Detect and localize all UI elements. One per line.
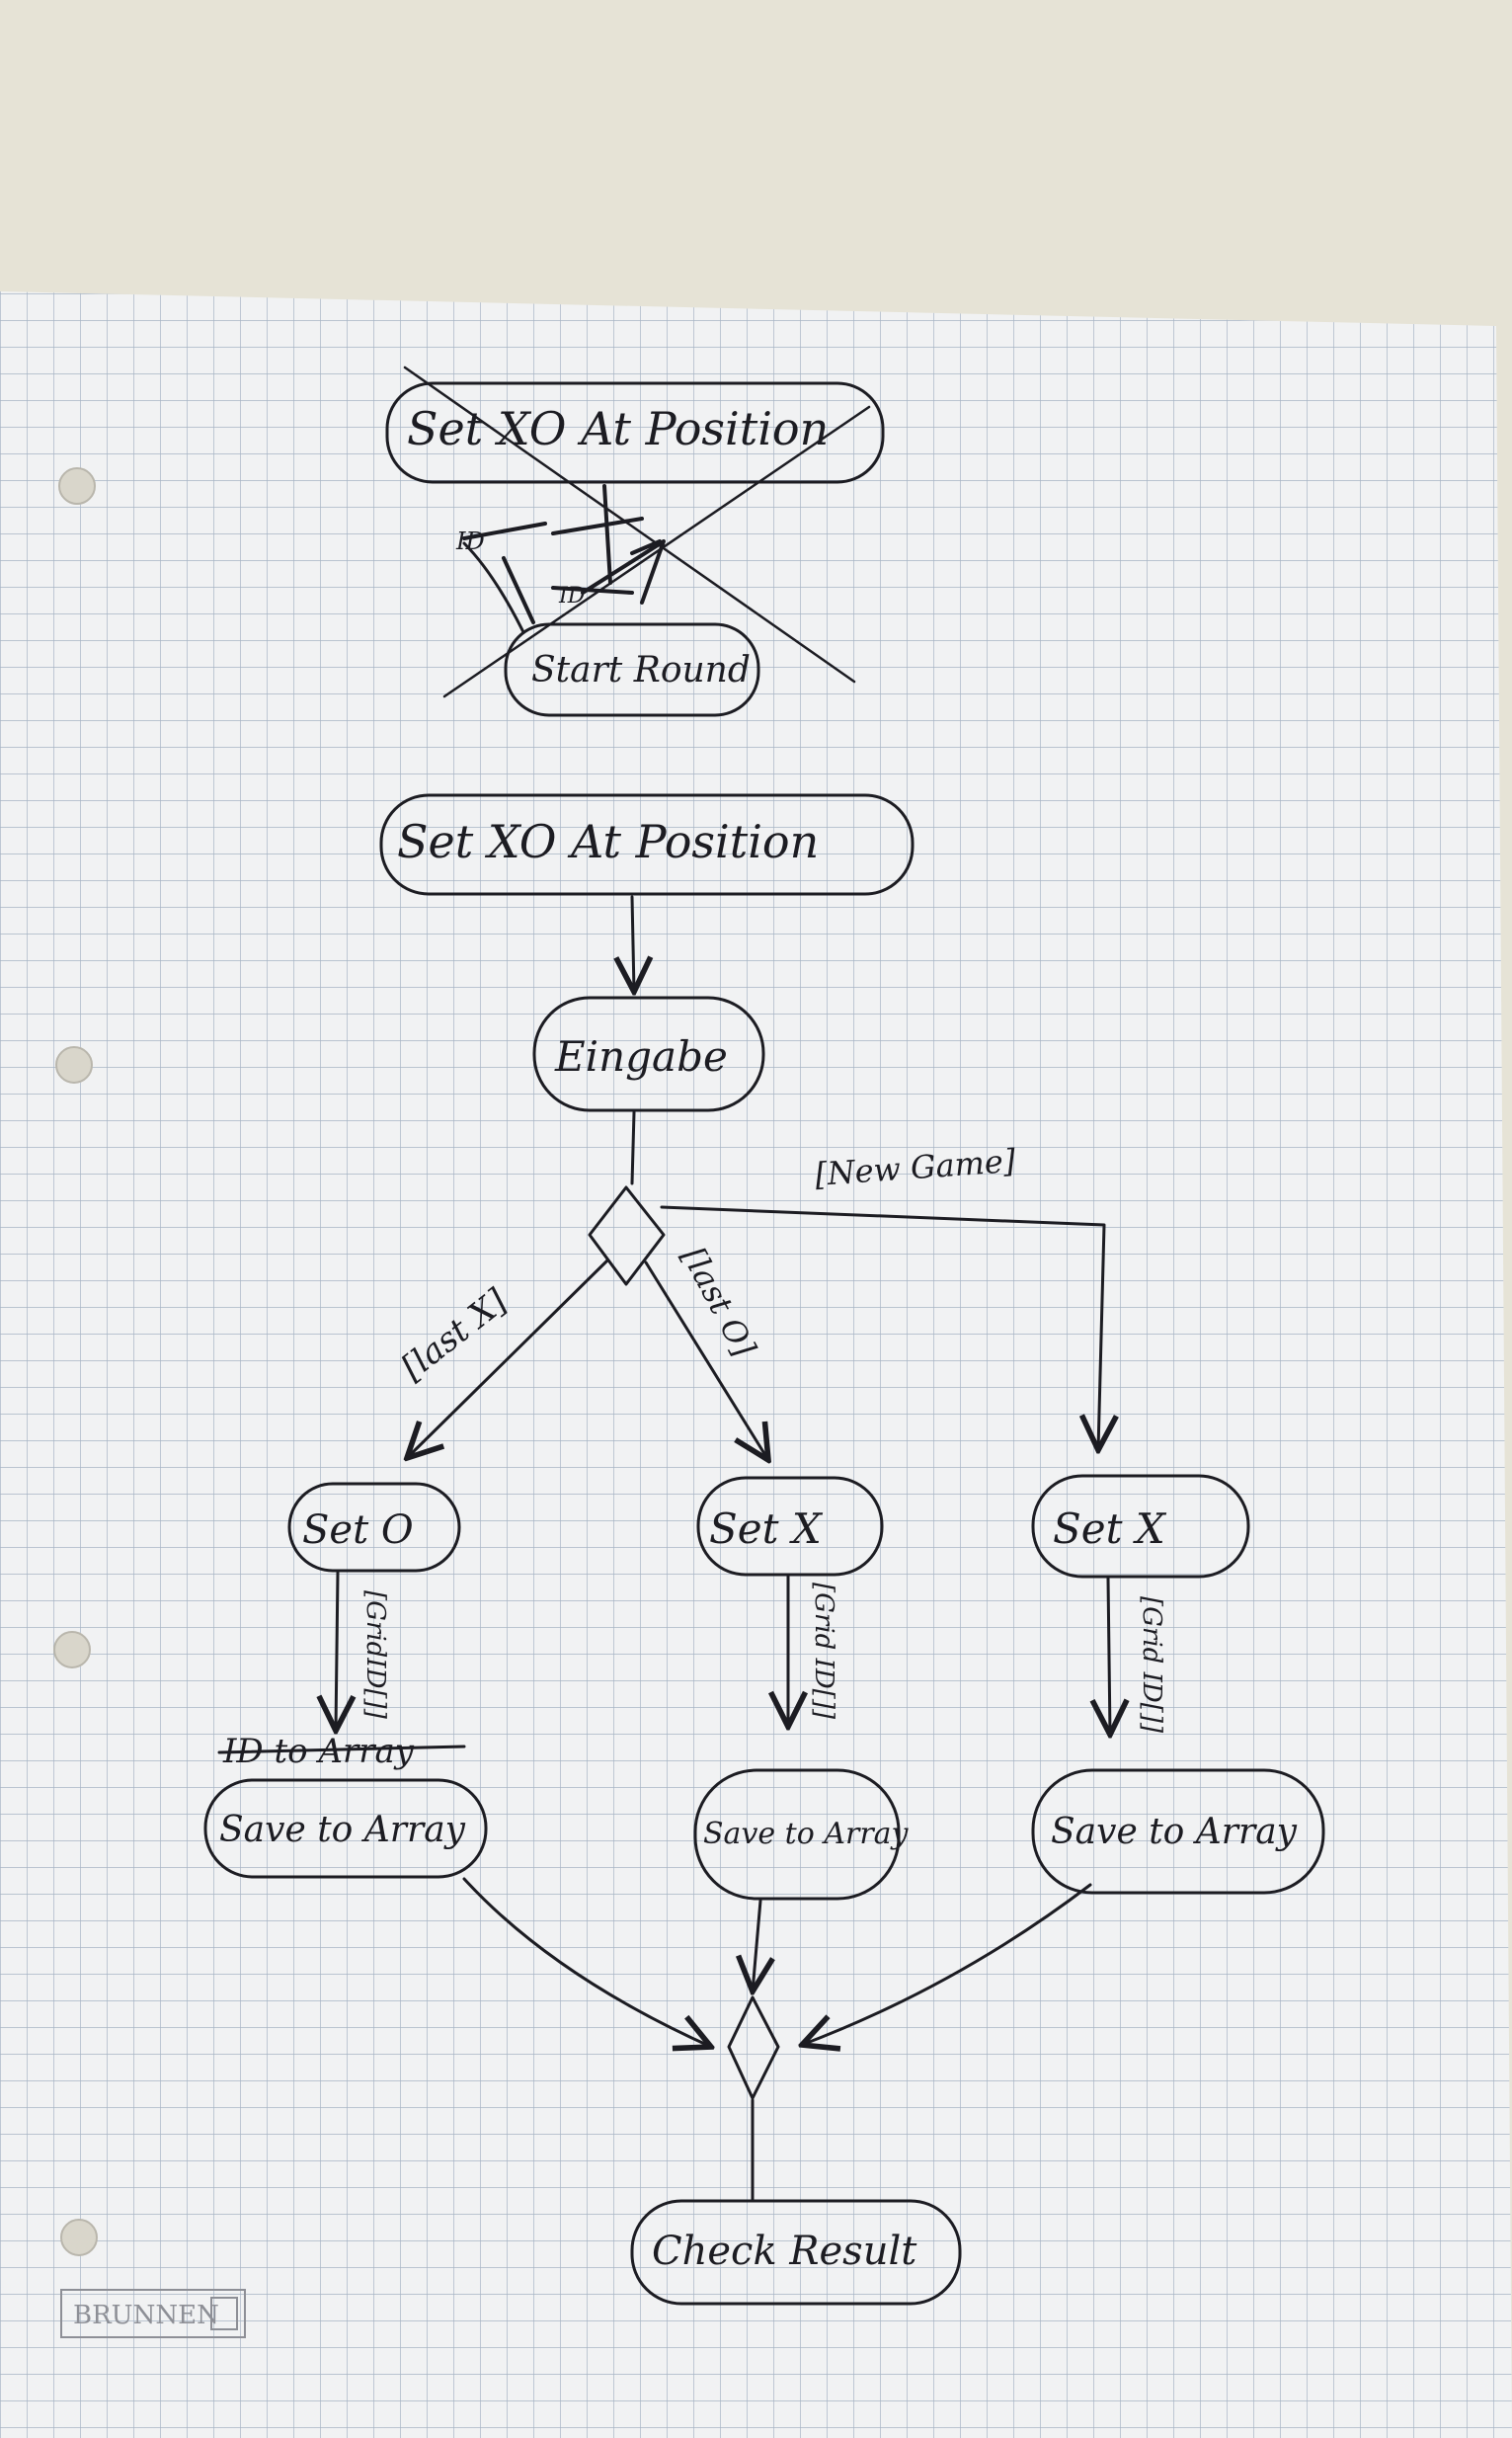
- brunnen-logo: BRUNNEN: [60, 2289, 246, 2338]
- edge-last-x: [407, 1259, 609, 1458]
- edge-eingabe-decision: [630, 1110, 636, 1185]
- action-set-x-right: Set X: [1031, 1474, 1250, 1579]
- strike-through-line: [217, 1745, 466, 1754]
- paper-sheet: [0, 291, 1512, 2438]
- set-x-middle-label: Set X: [709, 1504, 824, 1553]
- set-o-label: Set O: [302, 1507, 414, 1553]
- crossed-out-draft: Set XO At Position Start Round ID ID: [385, 366, 885, 717]
- eingabe-label: Eingabe: [554, 1032, 728, 1081]
- action-save-right: Save to Array: [1031, 1768, 1325, 1895]
- edge-save-mid-merge: [753, 1899, 760, 1991]
- action-set-x-middle: Set X: [696, 1476, 884, 1577]
- action-eingabe: Eingabe: [532, 996, 765, 1112]
- action-set-o: Set O: [287, 1482, 461, 1573]
- guard-grid-left: [GridID[]]: [360, 1590, 390, 1720]
- crossed-action-node: [385, 381, 885, 484]
- crossed-start-node: [504, 622, 760, 717]
- merge-diamond: [727, 1995, 780, 2100]
- crossed-start-label: Start Round: [531, 650, 751, 691]
- save-right-label: Save to Array: [1051, 1812, 1298, 1852]
- edge-save-left-merge: [462, 1877, 711, 2047]
- punch-hole: [53, 1631, 91, 1668]
- guard-grid-mid: [Grid ID[]]: [809, 1583, 838, 1720]
- edge-last-o: [644, 1260, 768, 1460]
- crossed-edge-scribble-1: ID: [455, 528, 485, 555]
- crossed-edge-scribble-2: ID: [558, 584, 586, 609]
- edge-setxo-eingabe: [632, 895, 634, 992]
- action-check-result: Check Result: [630, 2199, 962, 2306]
- crossed-action-label: Set XO At Position: [407, 402, 829, 455]
- punch-hole: [60, 2219, 98, 2256]
- guard-grid-right: [Grid ID[]]: [1137, 1596, 1166, 1734]
- set-x-right-label: Set X: [1053, 1504, 1167, 1553]
- check-result-label: Check Result: [652, 2229, 917, 2274]
- set-xo-label: Set XO At Position: [397, 815, 819, 868]
- edge-set-x-right-save: [1108, 1577, 1110, 1735]
- save-left-label: Save to Array: [219, 1810, 466, 1850]
- action-save-middle: Save to Array: [693, 1768, 910, 1901]
- edge-new-game: [660, 1205, 1104, 1450]
- edge-set-o-save: [336, 1571, 338, 1731]
- brand-label: BRUNNEN: [73, 2301, 219, 2330]
- punch-holes: [53, 467, 98, 2256]
- punch-hole: [58, 467, 96, 505]
- edge-save-right-merge: [802, 1883, 1092, 2045]
- decision-diamond: [588, 1185, 666, 1286]
- punch-hole: [55, 1046, 93, 1084]
- save-middle-label: Save to Array: [703, 1817, 910, 1851]
- action-set-xo-at-position: Set XO At Position: [379, 793, 915, 896]
- action-save-left: Save to Array: [203, 1778, 488, 1879]
